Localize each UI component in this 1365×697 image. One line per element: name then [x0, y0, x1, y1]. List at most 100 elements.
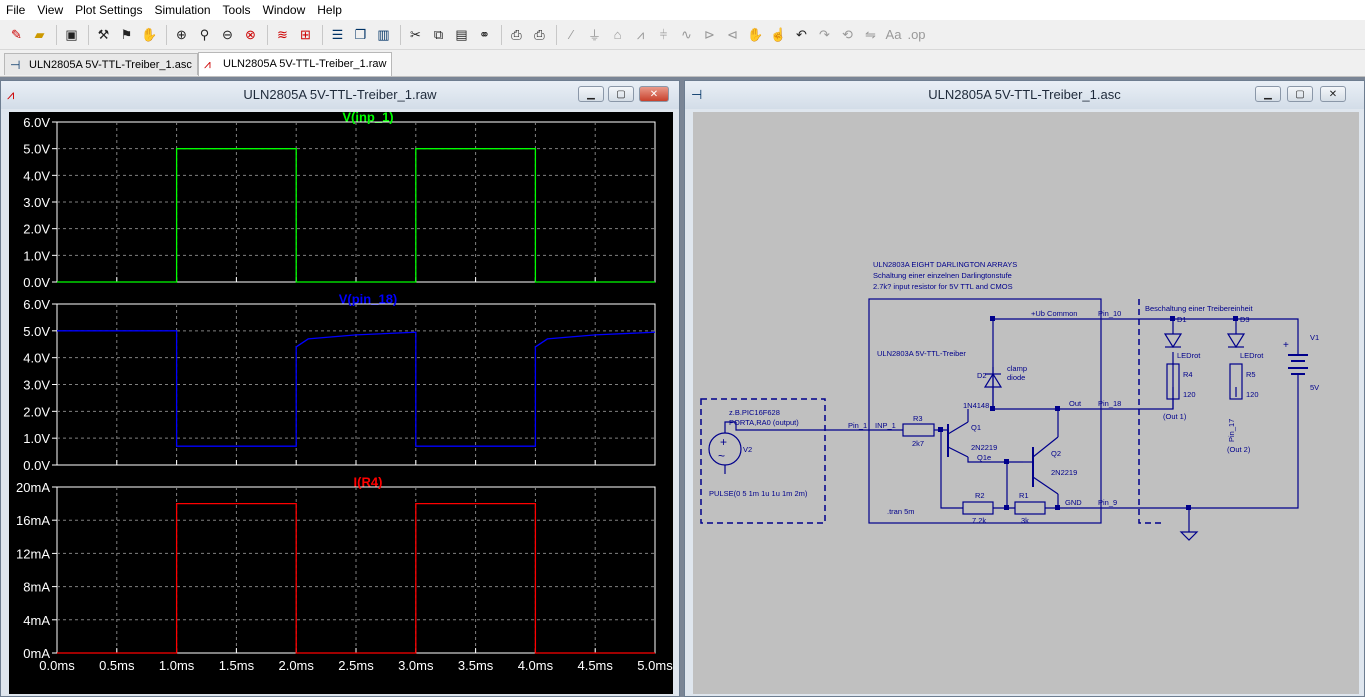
cut-icon[interactable]: ✂: [410, 26, 421, 42]
diode-icon[interactable]: ⊳: [704, 26, 715, 42]
tile-vertical-icon[interactable]: ▥: [377, 26, 390, 42]
menu-simulation[interactable]: Simulation: [154, 3, 211, 17]
menu-window[interactable]: Window: [262, 3, 306, 17]
label-r3-value: 2k7: [912, 439, 924, 448]
x-tick-label: 2.0ms: [278, 658, 314, 673]
minimize-button[interactable]: ▁: [578, 86, 604, 102]
tab-schematic[interactable]: ⊣ ULN2805A 5V-TTL-Treiber_1.asc: [4, 53, 198, 75]
cascade-icon[interactable]: ❐: [354, 26, 367, 42]
menu-file[interactable]: File: [6, 3, 26, 17]
minimize-button[interactable]: ▁: [1255, 86, 1281, 102]
tab-waveform[interactable]: ⩘ ULN2805A 5V-TTL-Treiber_1.raw: [198, 52, 392, 76]
wire-icon[interactable]: ∕: [570, 27, 573, 42]
ground-icon[interactable]: ⏚: [587, 28, 601, 43]
close-button[interactable]: ✕: [1320, 86, 1346, 102]
open-icon[interactable]: ▰: [34, 26, 45, 42]
y-tick-label: 16mA: [16, 513, 50, 528]
junction-dot: [1186, 505, 1191, 510]
halt-icon[interactable]: ✋: [141, 26, 158, 42]
y-tick-label: 2.0V: [23, 404, 50, 419]
maximize-button[interactable]: ▢: [608, 86, 634, 102]
schematic-window-title: ULN2805A 5V-TTL-Treiber_1.asc: [928, 87, 1121, 102]
ground-symbol: [1179, 531, 1199, 541]
label-r1: R1: [1019, 491, 1029, 500]
autorange-icon[interactable]: ≋: [277, 26, 288, 42]
maximize-button[interactable]: ▢: [1287, 86, 1313, 102]
find-icon[interactable]: ⚭: [479, 26, 490, 42]
paste-icon[interactable]: ▤: [455, 26, 468, 42]
zoom-cancel-icon[interactable]: ⊗: [245, 26, 256, 42]
q1-collector: [947, 421, 969, 435]
plot-window-title: ULN2805A 5V-TTL-Treiber_1.raw: [243, 87, 437, 102]
mirror-icon[interactable]: ⇋: [865, 26, 876, 42]
waveform-plot[interactable]: 6.0V5.0V4.0V3.0V2.0V1.0V0.0VV(inp_1)6.0V…: [9, 110, 673, 694]
label-ub-common: +Ub Common: [1031, 309, 1077, 318]
run-icon[interactable]: ⚑: [120, 26, 133, 42]
text-icon[interactable]: Aa: [885, 27, 902, 42]
menu-view[interactable]: View: [37, 3, 64, 17]
capacitor-icon[interactable]: ⫩: [659, 26, 668, 42]
x-tick-label: 3.5ms: [458, 658, 494, 673]
rotate-icon[interactable]: ⟲: [842, 26, 853, 42]
y-tick-label: 3.0V: [23, 195, 50, 210]
toolbar-separator: [166, 24, 167, 45]
zoom-area-icon[interactable]: ⚲: [199, 26, 210, 42]
move-icon[interactable]: ✋: [747, 26, 764, 42]
label-out2: (Out 2): [1227, 445, 1251, 454]
toolbar-separator: [56, 24, 57, 45]
undo-icon[interactable]: ↶: [796, 26, 807, 42]
label-source2: PORTA,RA0 (output): [729, 418, 799, 427]
label-q2-model: 2N2219: [1051, 468, 1077, 477]
y-tick-label: 1.0V: [23, 248, 50, 263]
label-beschaltung: Beschaltung einer Treibereinheit: [1145, 304, 1253, 313]
x-tick-label: 1.0ms: [159, 658, 195, 673]
label-pin9: Pin_9: [1098, 498, 1117, 507]
menu-tools[interactable]: Tools: [222, 3, 251, 17]
new-schematic-icon[interactable]: ✎: [11, 26, 22, 42]
wire-top-rail: [993, 318, 1299, 355]
trace-label: V(inp_1): [342, 112, 393, 125]
wire-input: [735, 422, 903, 431]
plot-window-titlebar[interactable]: ⩘ ULN2805A 5V-TTL-Treiber_1.raw ▁ ▢ ✕: [1, 81, 679, 109]
x-tick-label: 1.5ms: [219, 658, 255, 673]
y-tick-label: 3.0V: [23, 378, 50, 393]
label-tran-directive: .tran 5m: [887, 507, 915, 516]
tile-horizontal-icon[interactable]: ☰: [331, 26, 344, 42]
menu-plot-settings[interactable]: Plot Settings: [75, 3, 143, 17]
drag-icon[interactable]: ☝: [770, 26, 787, 42]
resistor-icon[interactable]: ⩘: [636, 26, 645, 42]
y-tick-label: 4.0V: [23, 351, 50, 366]
component-icon[interactable]: ⊲: [727, 26, 738, 42]
redo-icon[interactable]: ↷: [819, 26, 830, 42]
schematic-window: ⊣ ULN2805A 5V-TTL-Treiber_1.asc ▁ ▢ ✕: [684, 80, 1365, 697]
copy-icon[interactable]: ⧉: [433, 26, 444, 42]
y-tick-label: 5.0V: [23, 142, 50, 157]
schematic-window-titlebar[interactable]: ⊣ ULN2805A 5V-TTL-Treiber_1.asc ▁ ▢ ✕: [685, 81, 1364, 109]
q2-emitter: [1032, 476, 1059, 495]
label-r5-value: 120: [1246, 390, 1259, 399]
schematic-canvas[interactable]: + ~ ULN2803A EIGHT DARLINGTON ARRAYS Sch…: [693, 112, 1359, 694]
label-icon[interactable]: ⌂: [613, 27, 622, 42]
print-setup-icon[interactable]: ⎙: [511, 26, 522, 42]
move-plot-icon[interactable]: ⊞: [300, 26, 311, 42]
source-minus-symbol: ~: [718, 449, 725, 463]
label-pin1: Pin_1: [848, 421, 867, 430]
y-tick-label: 0mA: [23, 646, 50, 661]
print-icon[interactable]: ⎙: [534, 26, 545, 42]
toolbar-separator: [322, 24, 323, 45]
label-diode-model: 1N4148: [963, 401, 989, 410]
inductor-icon[interactable]: ∿: [681, 26, 692, 42]
menu-help[interactable]: Help: [317, 3, 342, 17]
zoom-out-icon[interactable]: ⊖: [222, 26, 233, 42]
spice-directive-icon[interactable]: .op: [907, 27, 926, 42]
menu-bar: File View Plot Settings Simulation Tools…: [0, 0, 1365, 20]
x-tick-label: 4.0ms: [518, 658, 554, 673]
control-panel-icon[interactable]: ⚒: [97, 26, 110, 42]
schematic-drawing[interactable]: + ~ ULN2803A EIGHT DARLINGTON ARRAYS Sch…: [693, 112, 1359, 694]
label-v1-value: 5V: [1310, 383, 1319, 392]
zoom-in-icon[interactable]: ⊕: [176, 26, 187, 42]
save-icon[interactable]: ▣: [65, 26, 78, 42]
resistor-r2: [962, 501, 994, 515]
close-button[interactable]: ✕: [639, 86, 669, 102]
